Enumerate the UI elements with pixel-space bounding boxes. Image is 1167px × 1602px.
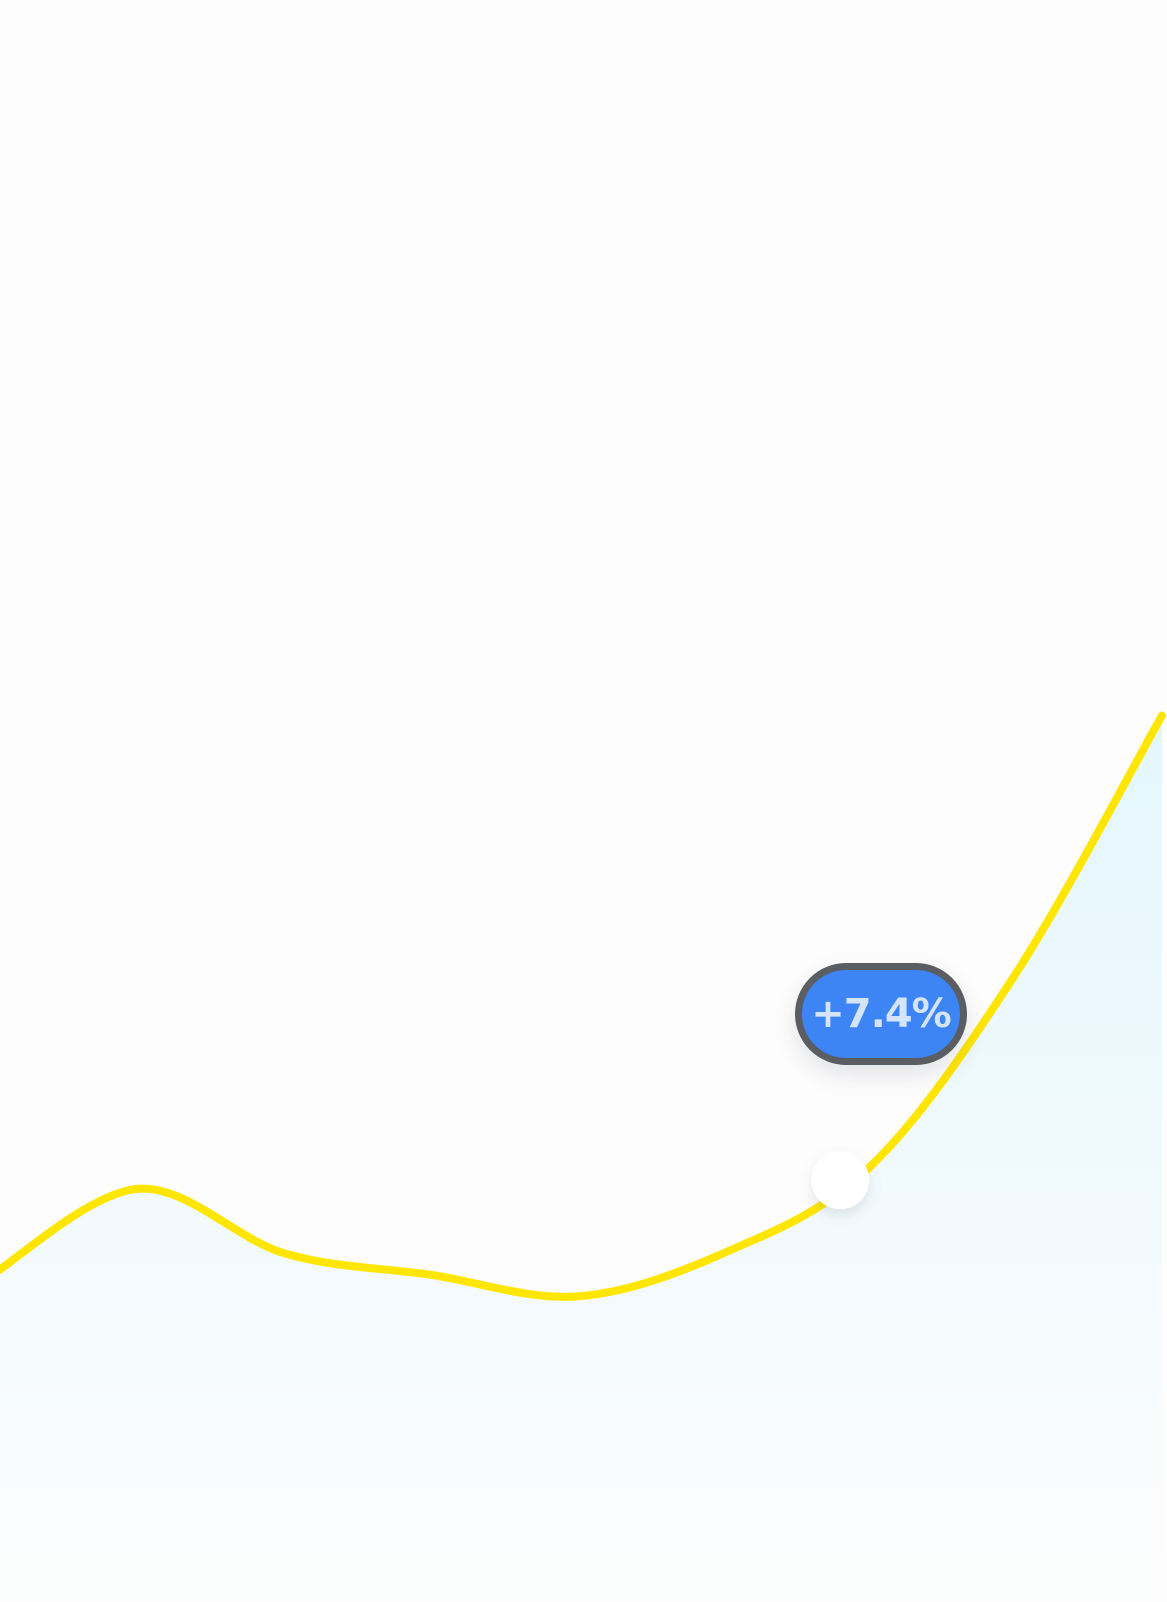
data-point-1: [134, 1185, 142, 1193]
data-point-5: [719, 1249, 727, 1257]
data-point-8: [1158, 711, 1166, 719]
area-fill: [0, 715, 1162, 1602]
value-tooltip: +7.4%: [795, 963, 967, 1065]
data-point-2: [281, 1249, 289, 1257]
data-point-3: [427, 1271, 435, 1279]
tooltip-label: +7.4%: [811, 991, 951, 1037]
data-point-4: [573, 1292, 581, 1300]
data-point-7: [1012, 970, 1020, 978]
highlight-marker[interactable]: [811, 1151, 870, 1210]
series-line: [0, 711, 1166, 1301]
